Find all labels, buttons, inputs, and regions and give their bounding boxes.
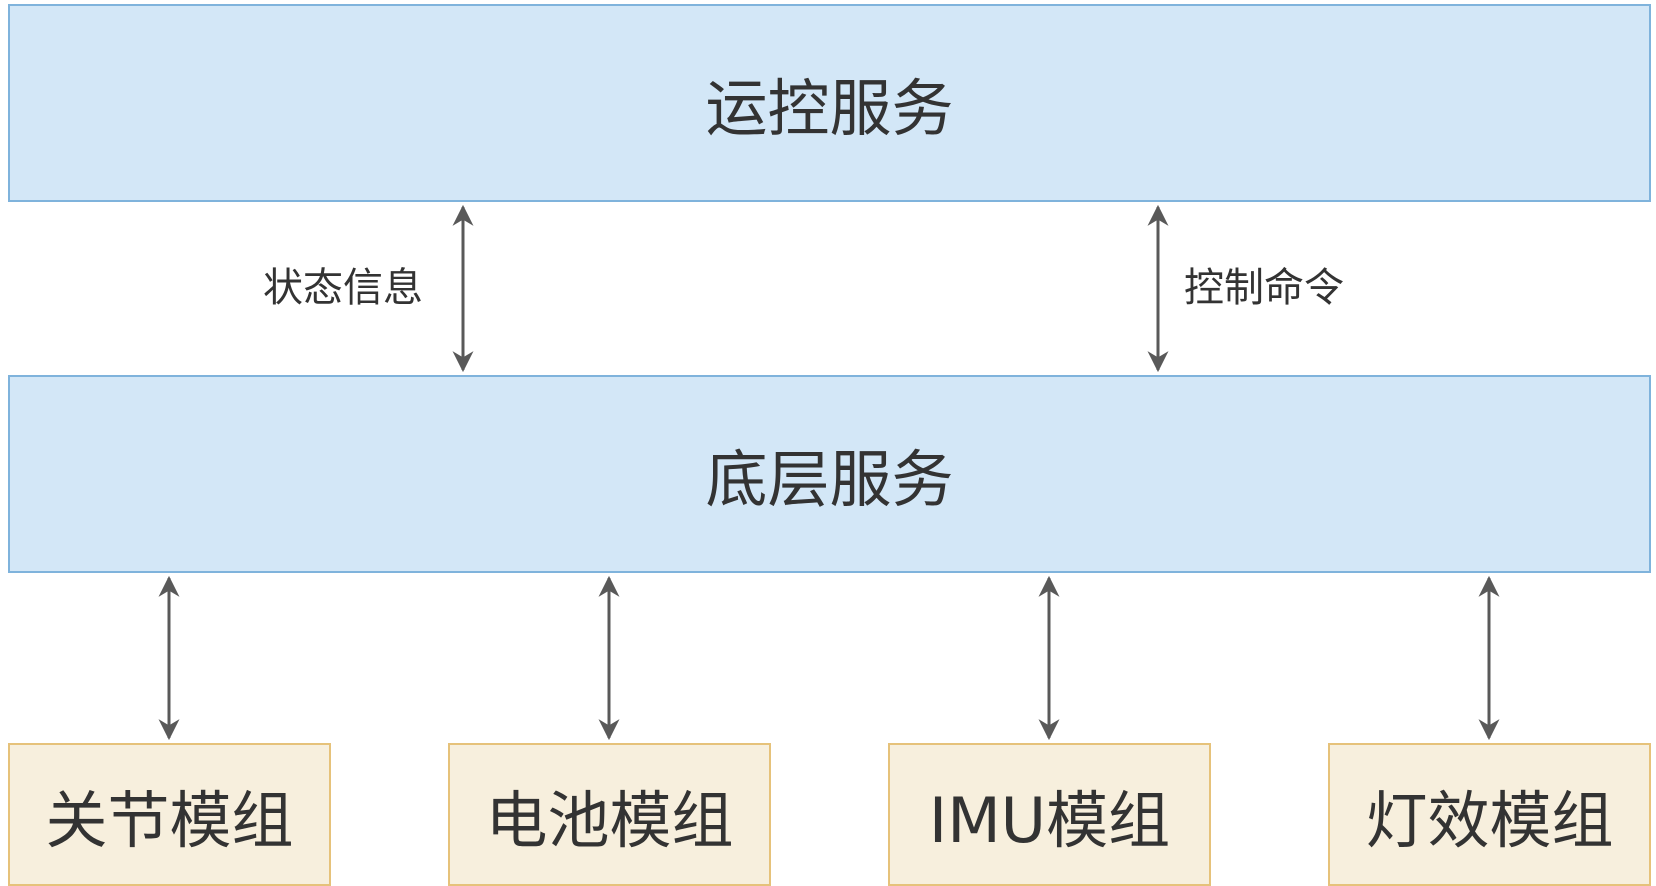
base-service-box: 底层服务 [8,375,1651,573]
control-command-label: 控制命令 [1184,265,1344,311]
light-effect-module-label: 灯效模组 [1365,783,1614,857]
joint-module-label: 关节模组 [45,783,294,857]
battery-module-box: 电池模组 [448,743,771,886]
motion-control-service-label: 运控服务 [705,72,954,145]
light-effect-module-box: 灯效模组 [1328,743,1651,886]
imu-module-label: IMU模组 [928,783,1171,857]
imu-module-box: IMU模组 [888,743,1211,886]
base-service-label: 底层服务 [705,443,954,516]
motion-control-service-box: 运控服务 [8,4,1651,202]
status-info-label: 状态信息 [263,265,423,311]
battery-module-label: 电池模组 [485,783,734,857]
joint-module-box: 关节模组 [8,743,331,886]
